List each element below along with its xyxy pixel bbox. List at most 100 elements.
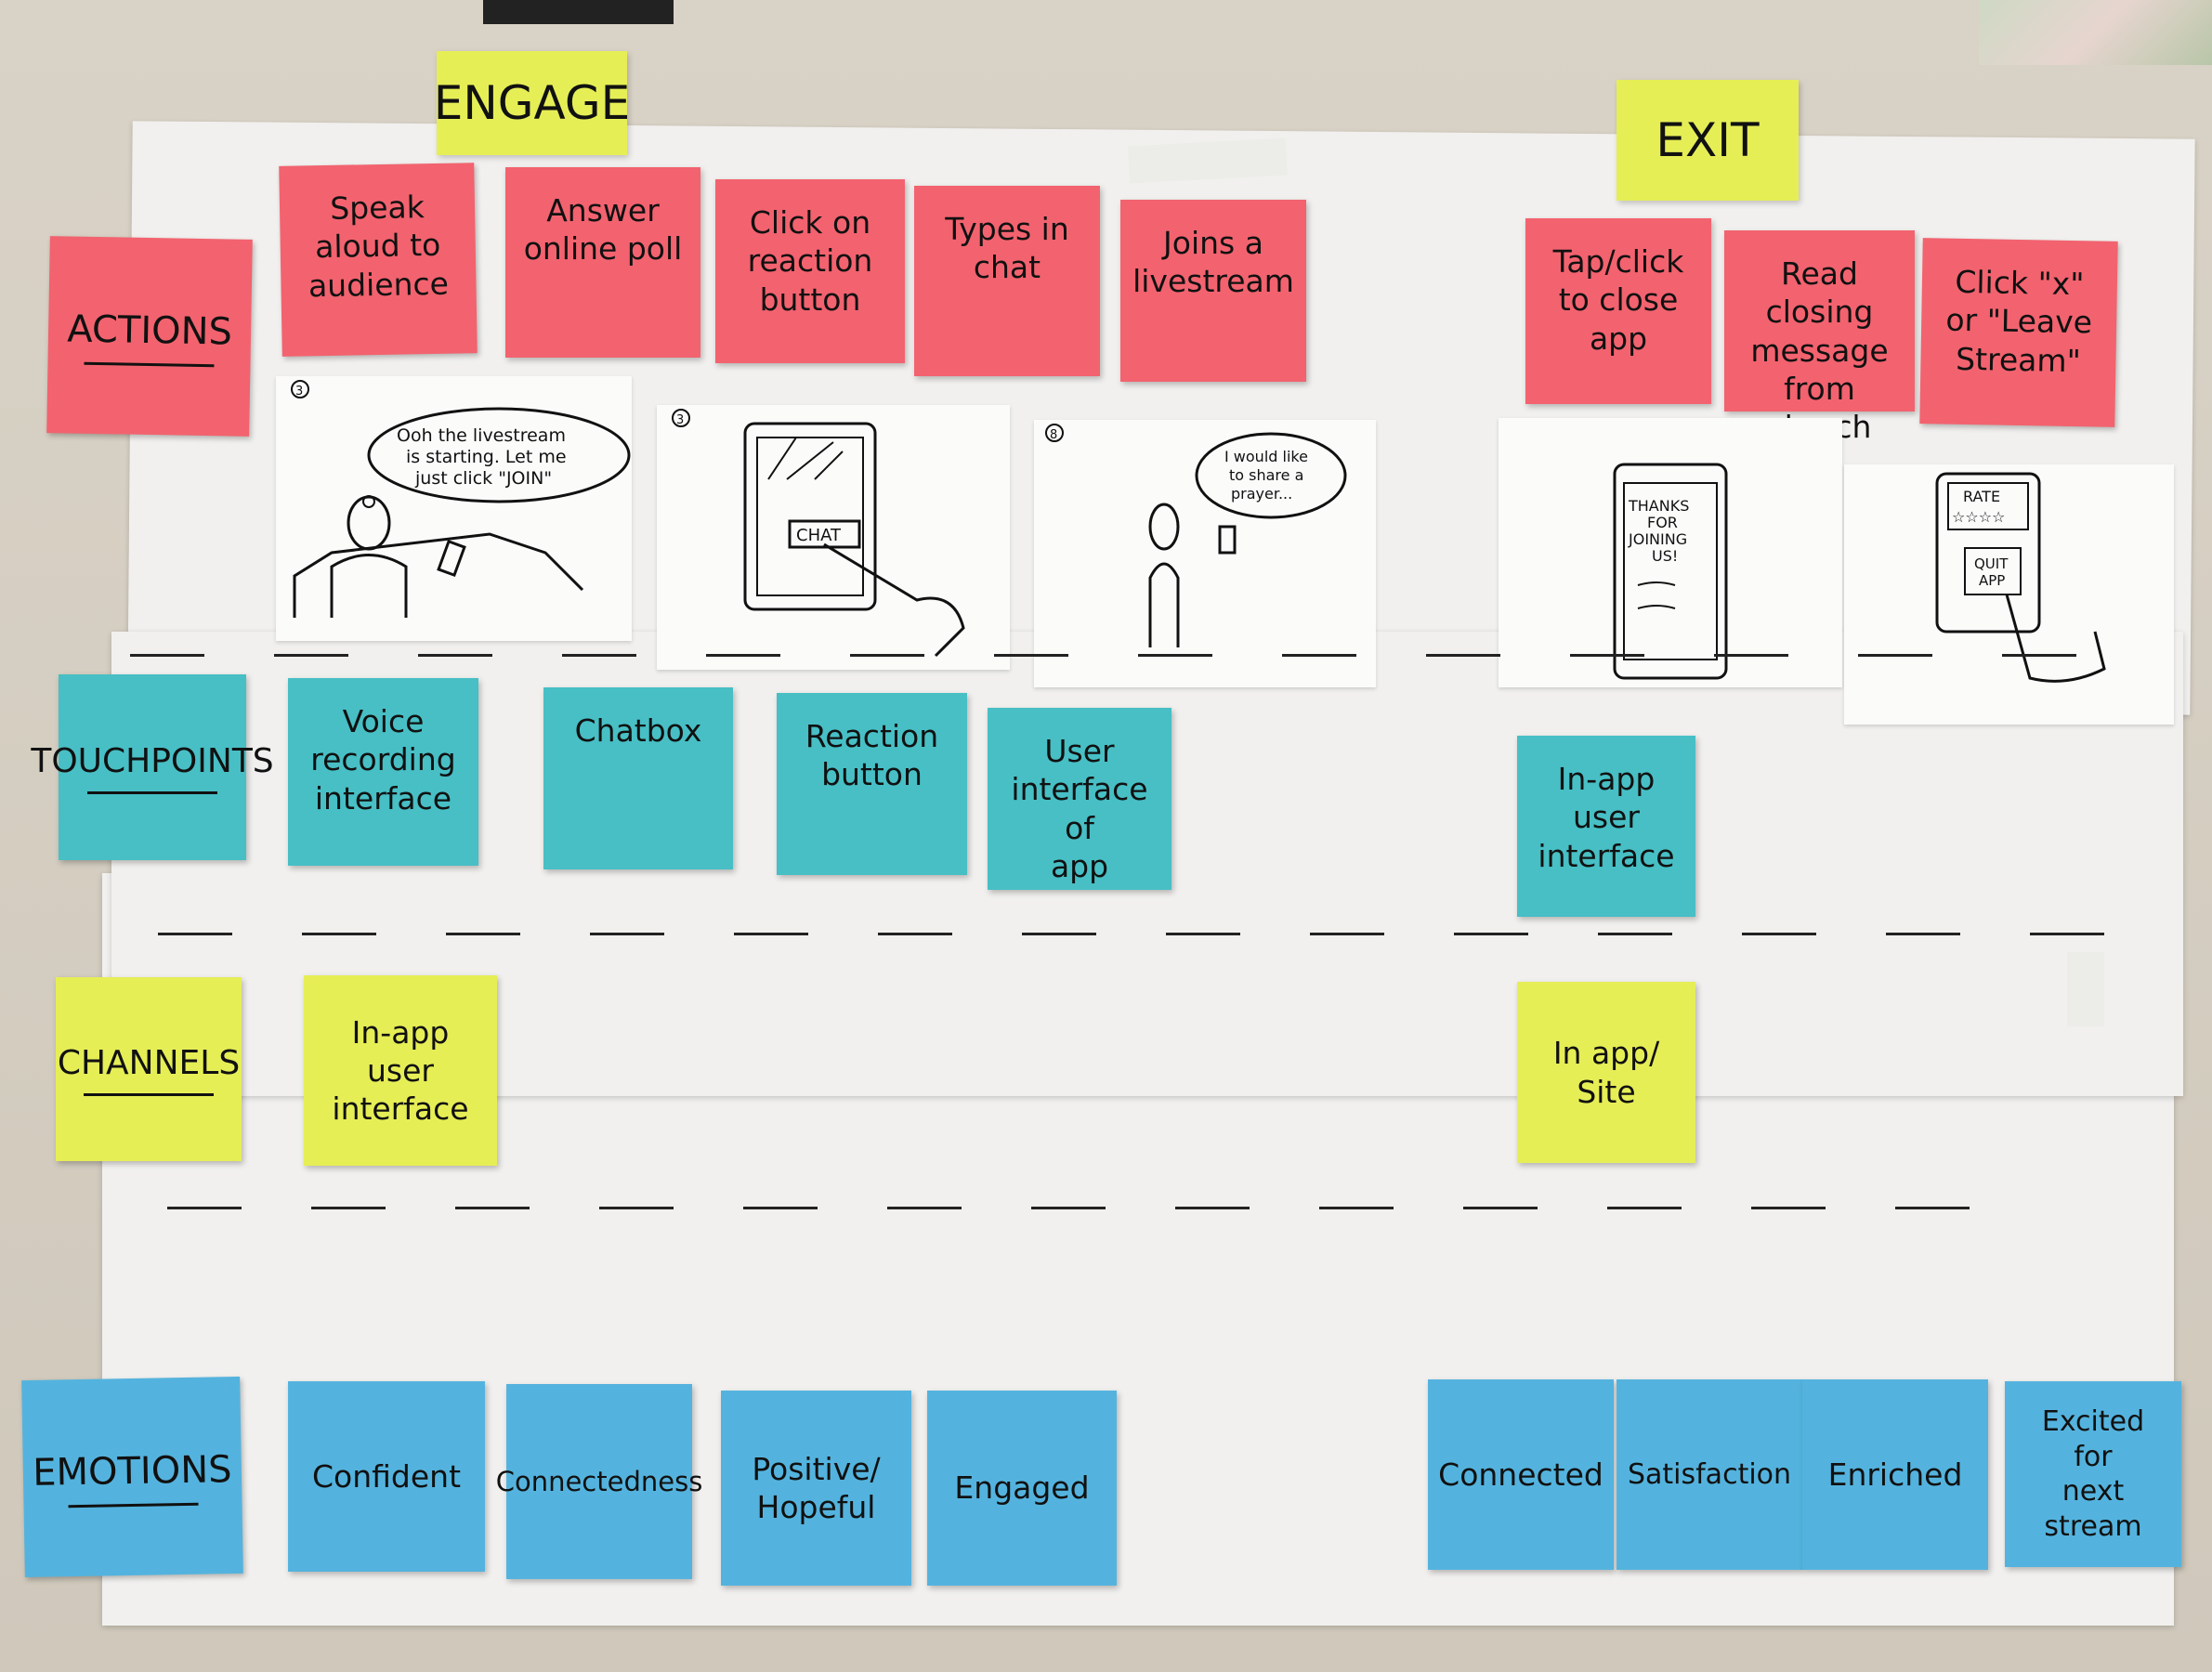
storyboard-sketch-2: 3 CHAT: [657, 405, 1010, 670]
dash-segment: [743, 1207, 818, 1209]
action-note: Read closing message from church: [1724, 230, 1915, 445]
dash-segment: [1022, 933, 1096, 935]
emotion-note: Positive/ Hopeful: [721, 1391, 911, 1586]
sketch-rate-label: RATE: [1963, 488, 2000, 505]
emotion-note: Confident: [288, 1381, 485, 1572]
channel-note: In-app user interface: [304, 975, 497, 1166]
sketch-number: 8: [1050, 428, 1057, 442]
sketch-quit-button: APP: [1979, 572, 2005, 589]
row-label-channels: CHANNELS: [56, 977, 242, 1161]
touchpoint-note: User interface of app: [988, 708, 1171, 890]
underline: [84, 361, 215, 367]
sketch-thanks-screen: US!: [1652, 547, 1678, 565]
sketch-speech-bubble: just click "JOIN": [414, 468, 552, 489]
emotion-note: Connectedness: [496, 1384, 702, 1579]
picture-frame-top-left: [483, 0, 674, 24]
dash-segment: [1751, 1207, 1826, 1209]
emotion-note: Excited for next stream: [2005, 1381, 2181, 1567]
dash-segment: [311, 1207, 386, 1209]
dash-segment: [887, 1207, 962, 1209]
emotion-note: Engaged: [927, 1391, 1117, 1586]
dash-segment: [1714, 654, 1788, 657]
dash-segment: [167, 1207, 242, 1209]
touchpoint-note: In-app user interface: [1517, 736, 1695, 917]
dash-segment: [1463, 1207, 1538, 1209]
emotion-note: Satisfaction: [1616, 1379, 1802, 1570]
row-label-text: TOUCHPOINTS: [31, 742, 274, 780]
action-note: Click "x" or "Leave Stream": [1919, 238, 2118, 427]
sketch-thanks-screen: THANKS: [1628, 497, 1689, 515]
dash-segment: [2002, 654, 2076, 657]
storyboard-sketch-4: THANKS FOR JOINING US!: [1499, 418, 1842, 687]
touchpoint-note: Chatbox: [543, 687, 733, 869]
row-label-emotions: EMOTIONS: [21, 1376, 243, 1578]
sketch-speech-bubble: prayer...: [1231, 485, 1292, 503]
sketch-thanks-screen: FOR: [1647, 514, 1678, 531]
dash-segment: [562, 654, 636, 657]
photo-top-right: [1979, 0, 2212, 65]
dash-segment: [2030, 933, 2104, 935]
dash-segment: [1454, 933, 1528, 935]
row-label-text: CHANNELS: [57, 1044, 241, 1082]
dash-segment: [1895, 1207, 1970, 1209]
dash-segment: [274, 654, 348, 657]
dash-segment: [1031, 1207, 1106, 1209]
dash-segment: [1426, 654, 1500, 657]
phase-exit: EXIT: [1616, 80, 1799, 201]
phase-engage: ENGAGE: [434, 51, 630, 155]
dash-segment: [455, 1207, 530, 1209]
sketch-speech-bubble: Ooh the livestream: [397, 425, 566, 446]
dash-segment: [1175, 1207, 1250, 1209]
tape-strip: [2067, 952, 2104, 1026]
storyboard-sketch-1: 3 Ooh the livestream is starting. Let me…: [276, 376, 632, 641]
dash-segment: [1886, 933, 1960, 935]
touchpoint-note: Reaction button: [777, 693, 967, 875]
row-label-actions: ACTIONS: [46, 236, 253, 437]
row-label-text: ACTIONS: [66, 307, 233, 354]
dash-segment: [850, 654, 924, 657]
underline: [84, 1093, 214, 1096]
dash-segment: [878, 933, 952, 935]
action-note: Tap/click to close app: [1525, 218, 1711, 404]
storyboard-sketch-3: 8 I would like to share a prayer...: [1034, 420, 1376, 687]
underline: [87, 791, 217, 794]
emotion-note: Connected: [1428, 1379, 1614, 1570]
action-note: Joins a livestream: [1120, 200, 1306, 382]
action-note: Types in chat: [914, 186, 1100, 376]
dash-segment: [1598, 933, 1672, 935]
dash-segment: [994, 654, 1068, 657]
dash-segment: [1570, 654, 1644, 657]
dash-segment: [1319, 1207, 1394, 1209]
action-note: Answer online poll: [505, 167, 700, 358]
row-label-text: EMOTIONS: [32, 1447, 232, 1495]
action-note: Speak aloud to audience: [279, 163, 478, 357]
dash-segment: [590, 933, 664, 935]
sketch-number: 3: [676, 413, 684, 427]
dash-segment: [1607, 1207, 1682, 1209]
dash-segment: [1282, 654, 1356, 657]
action-note: Click on reaction button: [715, 179, 905, 363]
sketch-speech-bubble: to share a: [1229, 466, 1303, 484]
sketch-speech-bubble: I would like: [1224, 448, 1308, 465]
sketch-quit-button: QUIT: [1974, 555, 2009, 572]
dash-segment: [446, 933, 520, 935]
underline: [68, 1502, 199, 1508]
emotion-note: Enriched: [1802, 1379, 1988, 1570]
dash-segment: [734, 933, 808, 935]
dash-segment: [418, 654, 492, 657]
channel-note: In app/ Site: [1517, 982, 1695, 1163]
dash-segment: [1858, 654, 1932, 657]
sketch-stars: ☆☆☆☆: [1952, 508, 2005, 526]
storyboard-sketch-5: RATE ☆☆☆☆ QUIT APP: [1844, 464, 2174, 725]
dash-segment: [302, 933, 376, 935]
row-label-touchpoints: TOUCHPOINTS: [31, 674, 274, 860]
dash-segment: [706, 654, 780, 657]
dash-segment: [599, 1207, 674, 1209]
dash-segment: [158, 933, 232, 935]
sketch-number: 3: [295, 385, 303, 398]
touchpoint-note: Voice recording interface: [288, 678, 478, 866]
sketch-thanks-screen: JOINING: [1628, 530, 1687, 548]
sketch-chat-button: CHAT: [796, 526, 842, 545]
dash-segment: [130, 654, 204, 657]
dash-segment: [1310, 933, 1384, 935]
